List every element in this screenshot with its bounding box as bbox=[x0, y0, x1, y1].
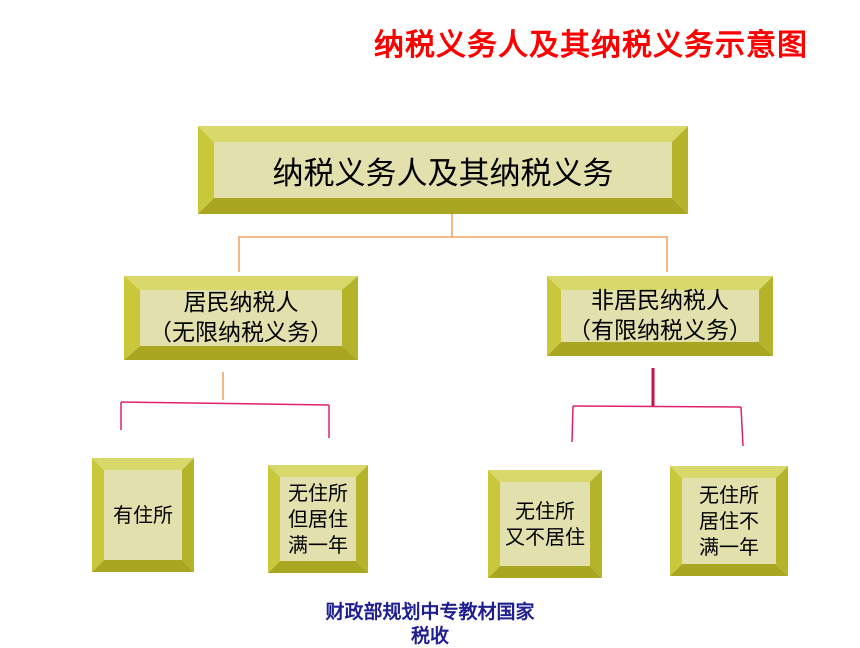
right-branch-line bbox=[572, 405, 742, 408]
leaf-label-line: 满一年 bbox=[288, 533, 348, 557]
footer-line-2: 税收 bbox=[410, 625, 449, 647]
resident-label: 居民纳税人 bbox=[183, 290, 299, 316]
leaf-box-has-domicile: 有住所 bbox=[92, 458, 194, 572]
root-label: 纳税义务人及其纳税义务 bbox=[272, 155, 614, 192]
page-title: 纳税义务人及其纳税义务示意图 bbox=[374, 28, 808, 63]
right-leaf-drop-2 bbox=[740, 406, 744, 447]
root-box: 纳税义务人及其纳税义务 bbox=[198, 126, 688, 214]
left-branch-line bbox=[120, 401, 330, 406]
leaf-label-line: 居住不 bbox=[699, 509, 759, 533]
leaf-label-line: 无住所 bbox=[288, 481, 348, 505]
leaf-box-no-domicile-less-year: 无住所 居住不 满一年 bbox=[670, 466, 788, 576]
nonresident-duty-label: （有限纳税义务） bbox=[568, 318, 752, 344]
nonresident-label: 非居民纳税人 bbox=[591, 288, 729, 314]
footer-source: 财政部规划中专教材国家 税收 bbox=[300, 600, 560, 648]
resident-box: 居民纳税人 （无限纳税义务） bbox=[124, 276, 358, 360]
right-leaf-drop-1 bbox=[571, 405, 574, 443]
leaf-box-no-domicile-full-year: 无住所 但居住 满一年 bbox=[268, 465, 368, 573]
leaf-label-line: 无住所 bbox=[515, 499, 575, 523]
resident-duty-label: （无限纳税义务） bbox=[149, 320, 333, 346]
leaf-label-line: 有住所 bbox=[113, 503, 173, 527]
leaf-label-line: 无住所 bbox=[699, 483, 759, 507]
footer-line-1: 财政部规划中专教材国家 bbox=[325, 601, 535, 623]
leaf-label-line: 但居住 bbox=[288, 507, 348, 531]
leaf-box-no-domicile-no-residence: 无住所 又不居住 bbox=[488, 470, 602, 578]
nonresident-box: 非居民纳税人 （有限纳税义务） bbox=[547, 276, 773, 356]
leaf-label-line: 满一年 bbox=[699, 535, 759, 559]
leaf-label-line: 又不居住 bbox=[505, 525, 585, 549]
